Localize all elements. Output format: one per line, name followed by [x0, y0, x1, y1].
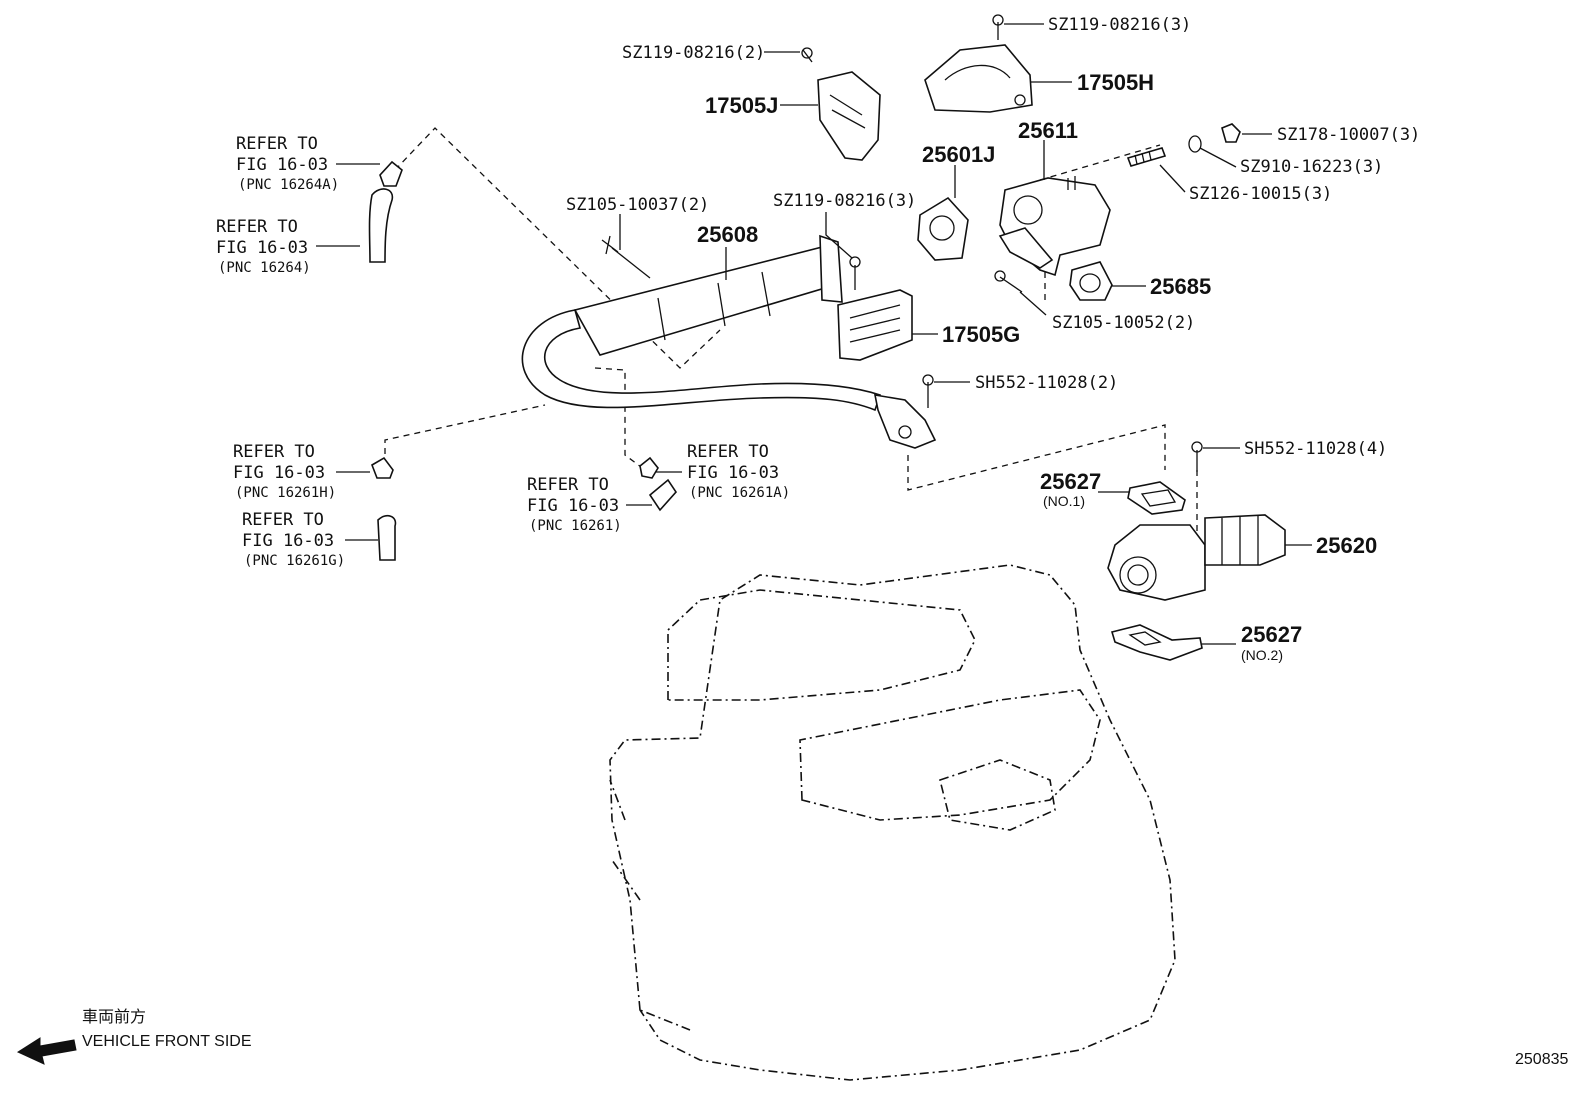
refer-line: FIG 16-03 — [687, 463, 779, 483]
front-arrow-icon — [16, 1037, 77, 1065]
callout-25627-no2-sub: (NO.2) — [1241, 647, 1283, 663]
callout-sz178: SZ178-10007(3) — [1277, 125, 1420, 145]
callout-25627-no1-sub: (NO.1) — [1043, 493, 1085, 509]
refer-line: (PNC 16261G) — [244, 553, 345, 569]
callout-25611: 25611 — [1018, 118, 1078, 143]
refer-line: (PNC 16261H) — [235, 485, 336, 501]
refer-note-16264a: REFER TO FIG 16-03 (PNC 16264A) — [236, 134, 339, 193]
egr-pipe-25611 — [998, 176, 1111, 277]
gasket-25627-no2 — [1110, 624, 1203, 661]
refer-line: REFER TO — [233, 442, 315, 462]
refer-note-16264: REFER TO FIG 16-03 (PNC 16264) — [216, 217, 311, 276]
refer-line: FIG 16-03 — [242, 531, 334, 551]
bolt-sh552-2 — [922, 374, 934, 408]
callout-17505j: 17505J — [705, 93, 778, 118]
front-label-jp: 車両前方 — [82, 1007, 146, 1026]
callout-sz119-mid: SZ119-08216(3) — [773, 191, 916, 211]
egr-pipe-25608 — [521, 234, 937, 449]
refer-line: (PNC 16261) — [529, 518, 622, 534]
engine-block-outline — [609, 564, 1176, 1081]
callout-25608: 25608 — [697, 222, 758, 247]
refer-line: REFER TO — [527, 475, 609, 495]
heat-insulator-17505j — [801, 47, 881, 161]
refer-line: (PNC 16261A) — [689, 485, 790, 501]
refer-line: FIG 16-03 — [527, 496, 619, 516]
bolt-sh552-4 — [1191, 441, 1203, 472]
callouts: SZ119-08216(3) SZ119-08216(2) 17505H 175… — [566, 15, 1420, 663]
refer-line: REFER TO — [687, 442, 769, 462]
heat-insulator-17505h — [924, 14, 1033, 113]
callout-25627-no2: 25627 — [1241, 622, 1302, 647]
refer-line: REFER TO — [216, 217, 298, 237]
gasket-25685 — [1069, 261, 1113, 301]
bolt-sz105-10052 — [994, 270, 1023, 293]
gasket-25601j — [917, 196, 969, 261]
figure-number: 250835 — [1515, 1051, 1568, 1068]
callout-25620: 25620 — [1316, 533, 1377, 558]
callout-25685: 25685 — [1150, 274, 1211, 299]
refer-to-notes: REFER TO FIG 16-03 (PNC 16264A) REFER TO… — [216, 134, 790, 569]
callout-sz910: SZ910-16223(3) — [1240, 157, 1383, 177]
refer-line: FIG 16-03 — [233, 463, 325, 483]
refer-note-16261h: REFER TO FIG 16-03 (PNC 16261H) — [233, 442, 336, 501]
refer-note-16261g: REFER TO FIG 16-03 (PNC 16261G) — [242, 510, 345, 569]
vehicle-front-indicator: 車両前方 VEHICLE FRONT SIDE — [16, 1007, 252, 1065]
callout-25601j: 25601J — [922, 142, 995, 167]
callout-sh552-2: SH552-11028(2) — [975, 373, 1118, 393]
callout-sz126: SZ126-10015(3) — [1189, 184, 1332, 204]
refer-line: REFER TO — [242, 510, 324, 530]
refer-note-16261: REFER TO FIG 16-03 (PNC 16261) — [527, 475, 622, 534]
callout-17505h: 17505H — [1077, 70, 1154, 95]
refer-line: (PNC 16264A) — [238, 177, 339, 193]
refer-line: REFER TO — [236, 134, 318, 154]
dashed-leaders — [384, 127, 1198, 585]
callout-sh552-4: SH552-11028(4) — [1244, 439, 1387, 459]
refer-line: (PNC 16264) — [218, 260, 311, 276]
front-label-en: VEHICLE FRONT SIDE — [82, 1033, 252, 1050]
leader-lines — [316, 23, 1312, 645]
refer-line: FIG 16-03 — [216, 238, 308, 258]
hoses-and-clamps — [368, 160, 678, 561]
callout-sz105-right: SZ105-10052(2) — [1052, 313, 1195, 333]
callout-sz119-top: SZ119-08216(3) — [1048, 15, 1191, 35]
refer-note-16261a: REFER TO FIG 16-03 (PNC 16261A) — [687, 442, 790, 501]
callout-17505g: 17505G — [942, 322, 1020, 347]
egr-valve-25620 — [1107, 514, 1286, 601]
callout-sz105-left: SZ105-10037(2) — [566, 195, 709, 215]
stud-washer-nut — [1126, 123, 1241, 167]
callout-sz119-left: SZ119-08216(2) — [622, 43, 765, 63]
gasket-25627-no1 — [1127, 481, 1186, 515]
refer-line: FIG 16-03 — [236, 155, 328, 175]
callout-25627-no1: 25627 — [1040, 469, 1101, 494]
heat-insulator-17505g — [837, 256, 913, 361]
